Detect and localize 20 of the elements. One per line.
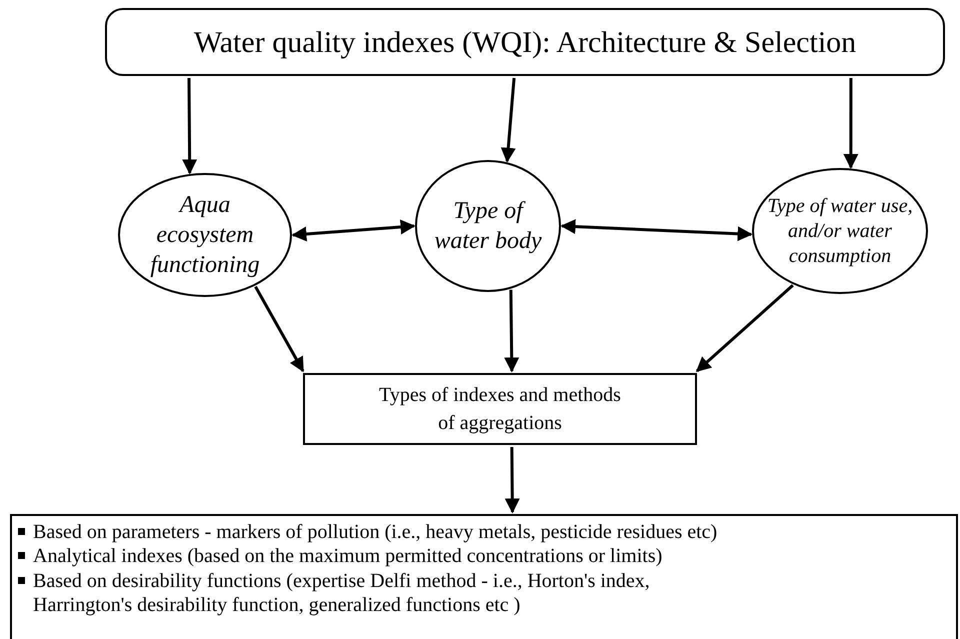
arrow	[843, 78, 858, 169]
arrow	[254, 286, 304, 372]
arrow	[696, 284, 794, 372]
node-label: Aqua ecosystem functioning	[149, 191, 261, 280]
node-label: Type of water body	[433, 197, 543, 256]
node-label: Types of indexes and methods of aggregations	[378, 383, 622, 436]
title-text: Water quality indexes (WQI): Architecture & Selection	[194, 26, 856, 58]
title-box	[105, 8, 945, 76]
arrow	[500, 78, 516, 163]
list-box	[10, 514, 958, 639]
list-item-text: Based on parameters - markers of pollution (i.e., heavy metals, pesticide residues etc)	[33, 520, 718, 544]
process-box	[303, 373, 697, 445]
list-item-text: Analytical indexes (based on the maximum permitted concentrations or limits)	[33, 544, 662, 569]
node-label: Type of water use, and/or water consumption	[766, 194, 914, 268]
arrow	[182, 78, 198, 174]
arrow	[504, 290, 520, 372]
arrow	[560, 219, 753, 242]
arrow	[292, 220, 416, 242]
list-item-text: Based on desirability functions (expertise Delfi method - i.e., Horton's index, Harrington's desirability function, generalized functions etc )	[33, 568, 651, 618]
arrow	[504, 446, 520, 514]
